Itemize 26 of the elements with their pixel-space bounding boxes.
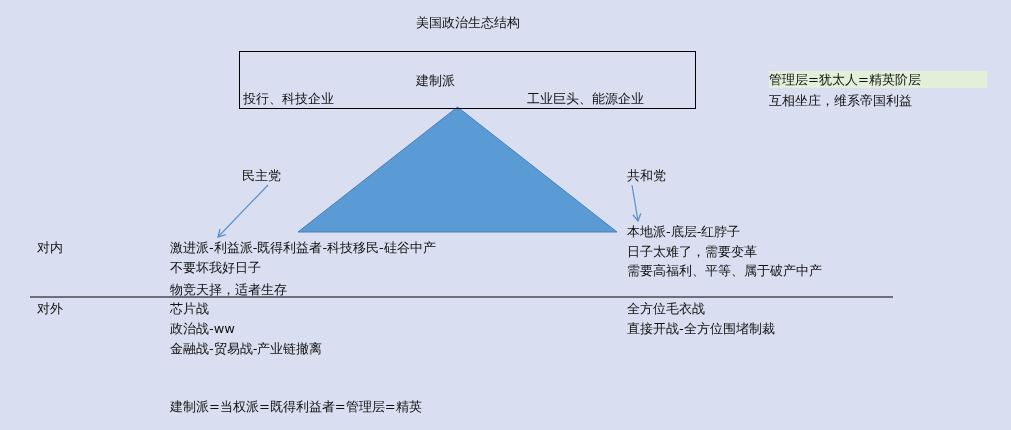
diagram-title: 美国政治生态结构	[416, 14, 520, 31]
description-text: 需要高福利、平等、属于破产中产	[627, 262, 822, 279]
group-heading: 建制派	[416, 72, 455, 89]
description-text: 物竞天择，适者生存	[170, 281, 287, 298]
triangle-shape	[298, 107, 617, 232]
faction-text: 激进派-利益派-既得利益者-科技移民-硅谷中产	[170, 239, 436, 256]
group-item-text: 工业巨头、能源企业	[527, 90, 644, 107]
description-text: 不要坏我好日子	[170, 259, 261, 276]
description-text: 政治战-ww	[170, 320, 235, 337]
description-text: 直接开战-全方位围堵制裁	[627, 320, 775, 337]
group-box	[239, 51, 696, 109]
footnote-text: 建制派=当权派=既得利益者=管理层=精英	[170, 398, 422, 415]
note-text: 互相坐庄，维系帝国利益	[769, 92, 912, 109]
description-text: 日子太难了，需要变革	[627, 243, 757, 260]
row-heading: 对内	[37, 239, 63, 256]
arrow	[631, 184, 642, 222]
row-heading: 对外	[37, 300, 63, 317]
arrow	[217, 184, 269, 238]
party-label: 共和党	[627, 167, 666, 184]
description-text: 金融战-贸易战-产业链撤离	[170, 340, 323, 357]
group-item-text: 投行、科技企业	[243, 90, 334, 107]
note-text: 管理层=犹太人=精英阶层	[769, 71, 987, 88]
party-label: 民主党	[242, 167, 281, 184]
description-text: 芯片战	[170, 300, 209, 317]
faction-text: 本地派-底层-红脖子	[627, 223, 741, 240]
description-text: 全方位毛衣战	[627, 300, 705, 317]
